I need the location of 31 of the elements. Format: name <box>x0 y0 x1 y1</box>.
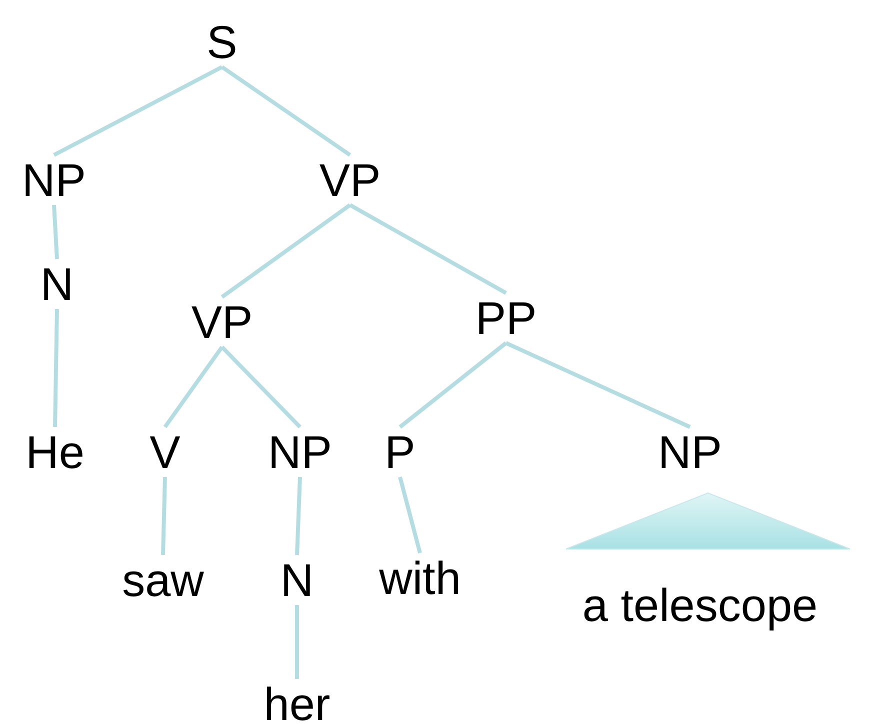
triangle-shape <box>565 492 851 550</box>
tree-label: S <box>206 19 238 65</box>
tree-branch <box>505 341 691 429</box>
tree-label: saw <box>122 557 204 603</box>
tree-branch <box>220 65 352 157</box>
tree-branch <box>52 204 59 260</box>
tree-branch <box>398 341 508 429</box>
tree-label: a telescope <box>582 582 818 628</box>
tree-branch <box>295 605 299 679</box>
tree-label: NP <box>658 429 722 475</box>
tree-label: VP <box>319 157 381 203</box>
tree-label: V <box>150 429 180 475</box>
tree-branch <box>163 346 224 428</box>
tree-branch <box>220 203 352 299</box>
tree-label: N <box>280 557 314 603</box>
tree-label: her <box>264 681 330 727</box>
tree-branch <box>398 476 422 554</box>
tree-label: NP <box>22 157 86 203</box>
tree-label: N <box>40 261 74 307</box>
tree-branch <box>53 65 223 157</box>
tree-label: PP <box>475 295 537 341</box>
tree-branch <box>53 308 59 428</box>
tree-label: He <box>26 429 84 475</box>
tree-branch <box>220 346 302 428</box>
tree-branch <box>295 476 302 556</box>
tree-label: VP <box>191 299 253 345</box>
tree-branch <box>349 203 507 295</box>
tree-label: with <box>379 555 461 601</box>
tree-label: NP <box>268 429 332 475</box>
tree-branch <box>161 476 167 556</box>
tree-label: P <box>384 429 416 475</box>
